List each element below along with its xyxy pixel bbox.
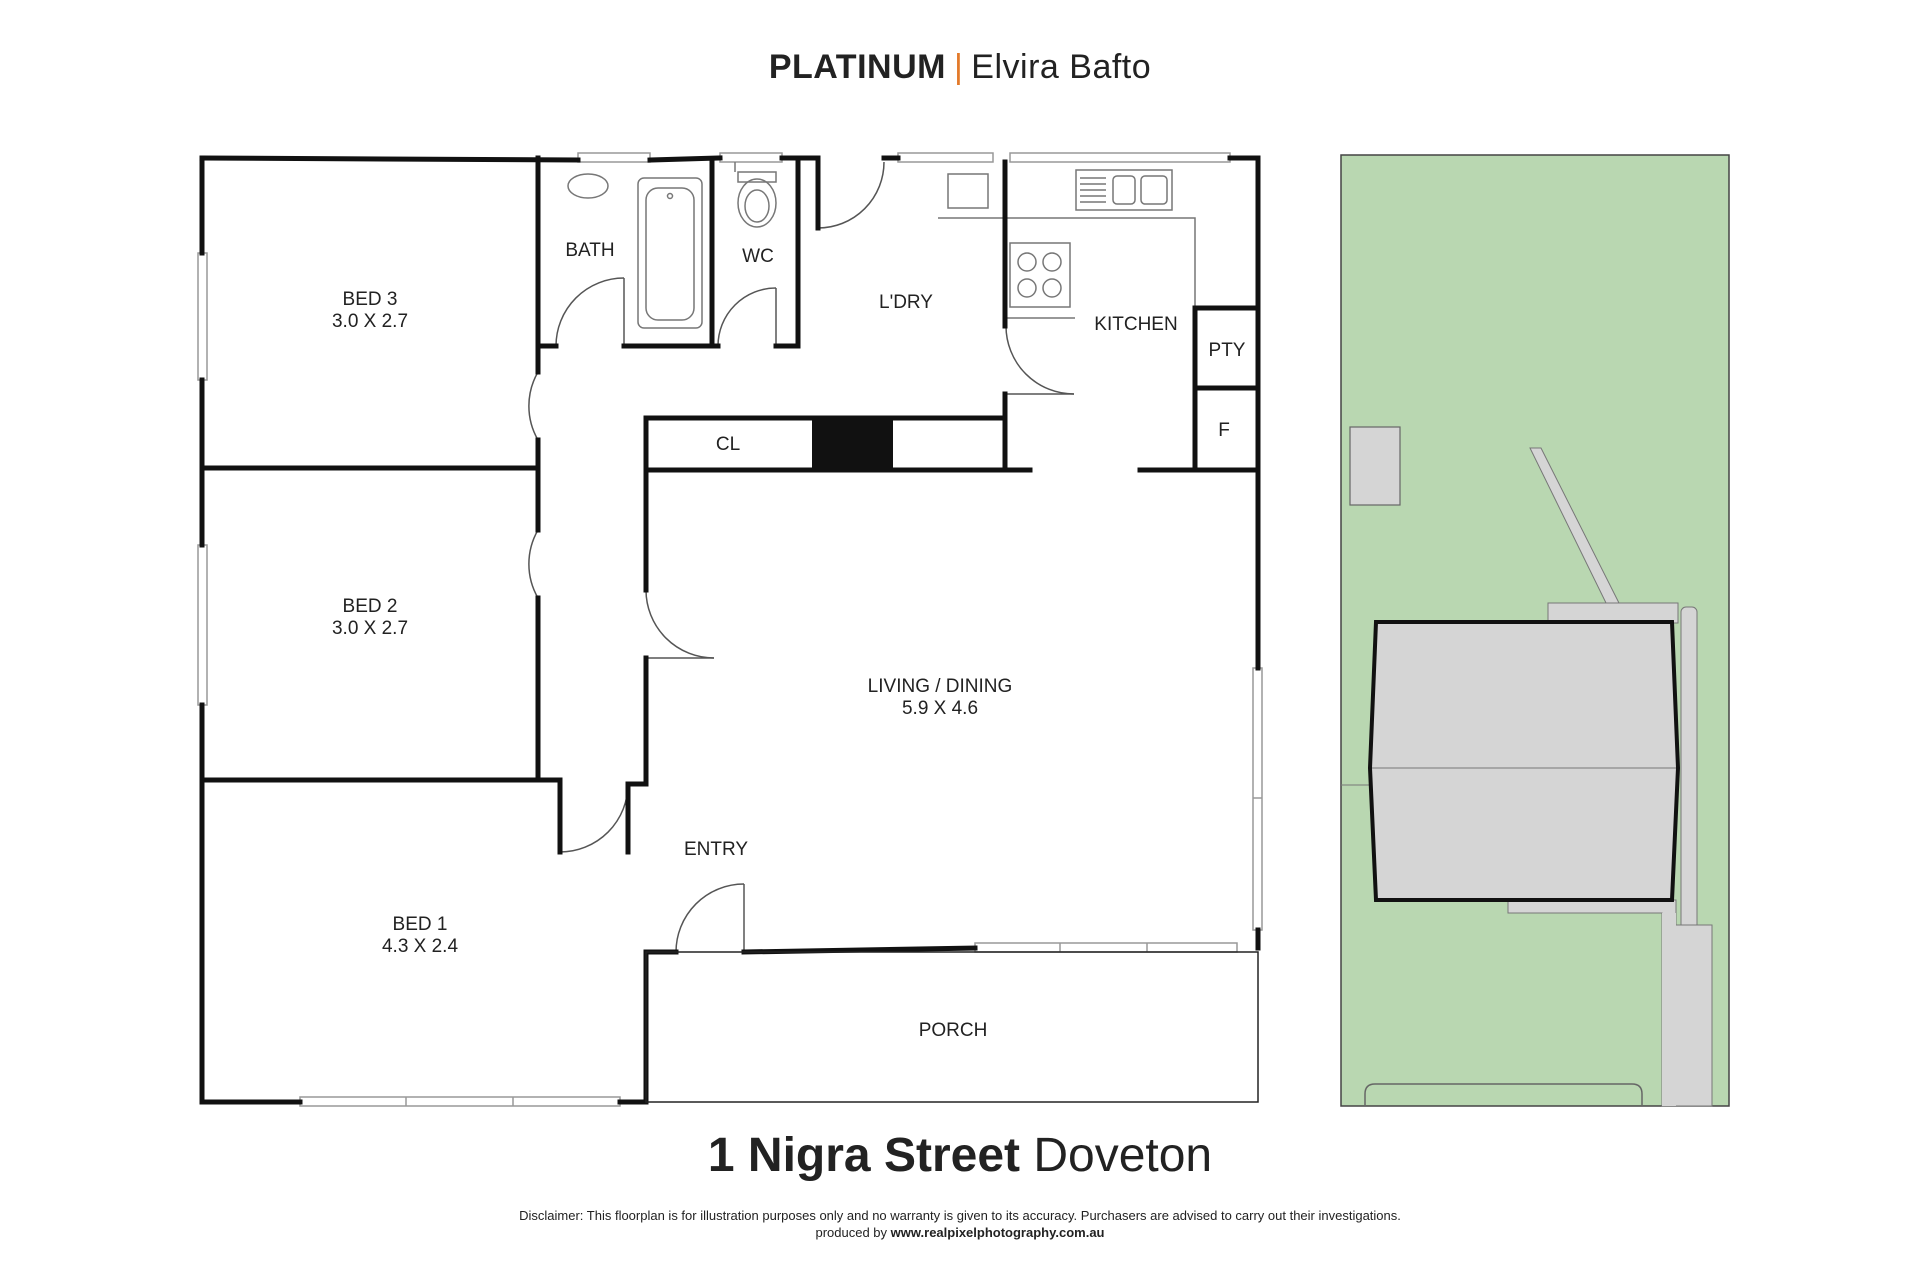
bed1-size: 4.3 X 2.4 <box>382 936 458 957</box>
bath-label: BATH <box>565 240 614 261</box>
site-plan <box>1340 154 1730 1107</box>
header-separator: | <box>953 48 964 86</box>
bed2-size: 3.0 X 2.7 <box>332 618 408 639</box>
footer: Disclaimer: This floorplan is for illust… <box>0 1207 1920 1241</box>
wc-label: WC <box>742 246 774 267</box>
pantry-label: PTY <box>1209 340 1246 361</box>
header: PLATINUM|Elvira Bafto <box>0 48 1920 87</box>
agent-name: Elvira Bafto <box>971 48 1152 86</box>
toilet-icon <box>737 178 777 228</box>
fixtures <box>567 162 1196 329</box>
front-path <box>1364 1083 1643 1106</box>
toilet-cistern-icon <box>737 171 777 183</box>
porch-label: PORCH <box>919 1020 988 1041</box>
chimney-block <box>812 418 892 470</box>
porch-outline <box>645 951 1259 1103</box>
house-roof <box>1367 620 1681 902</box>
property-address: 1 Nigra Street Doveton <box>0 1128 1920 1183</box>
living-label: LIVING / DINING <box>868 676 1013 697</box>
kitchen-label: KITCHEN <box>1094 314 1177 335</box>
closet-label: CL <box>716 434 740 455</box>
disclaimer-text: Disclaimer: This floorplan is for illust… <box>519 1208 1401 1223</box>
cooktop-icon <box>1009 242 1071 308</box>
bed3-label: BED 3 <box>343 289 398 310</box>
living-size: 5.9 X 4.6 <box>902 698 978 719</box>
bathtub-icon <box>637 177 703 329</box>
shed <box>1349 426 1401 506</box>
windows <box>197 152 1263 1107</box>
bed2-label: BED 2 <box>343 596 398 617</box>
produced-by-text: produced by <box>815 1225 888 1240</box>
website-link[interactable]: www.realpixelphotography.com.au <box>890 1225 1105 1240</box>
doors <box>528 161 1075 953</box>
bed3-size: 3.0 X 2.7 <box>332 311 408 332</box>
room-labels: BED 3 3.0 X 2.7 BED 2 3.0 X 2.7 BED 1 4.… <box>332 240 1246 1041</box>
suburb: Doveton <box>1033 1129 1213 1182</box>
basin-icon <box>567 173 609 199</box>
bed1-label: BED 1 <box>393 914 448 935</box>
kitchen-sink-icon <box>1075 169 1173 211</box>
entry-label: ENTRY <box>684 839 748 860</box>
brand-name: PLATINUM <box>768 48 946 86</box>
credit-line: produced by www.realpixelphotography.com… <box>0 1224 1920 1241</box>
laundry-label: L'DRY <box>879 292 933 313</box>
fridge-label: F <box>1218 420 1230 441</box>
laundry-tub-icon <box>947 173 989 209</box>
street-address: 1 Nigra Street <box>707 1129 1020 1182</box>
